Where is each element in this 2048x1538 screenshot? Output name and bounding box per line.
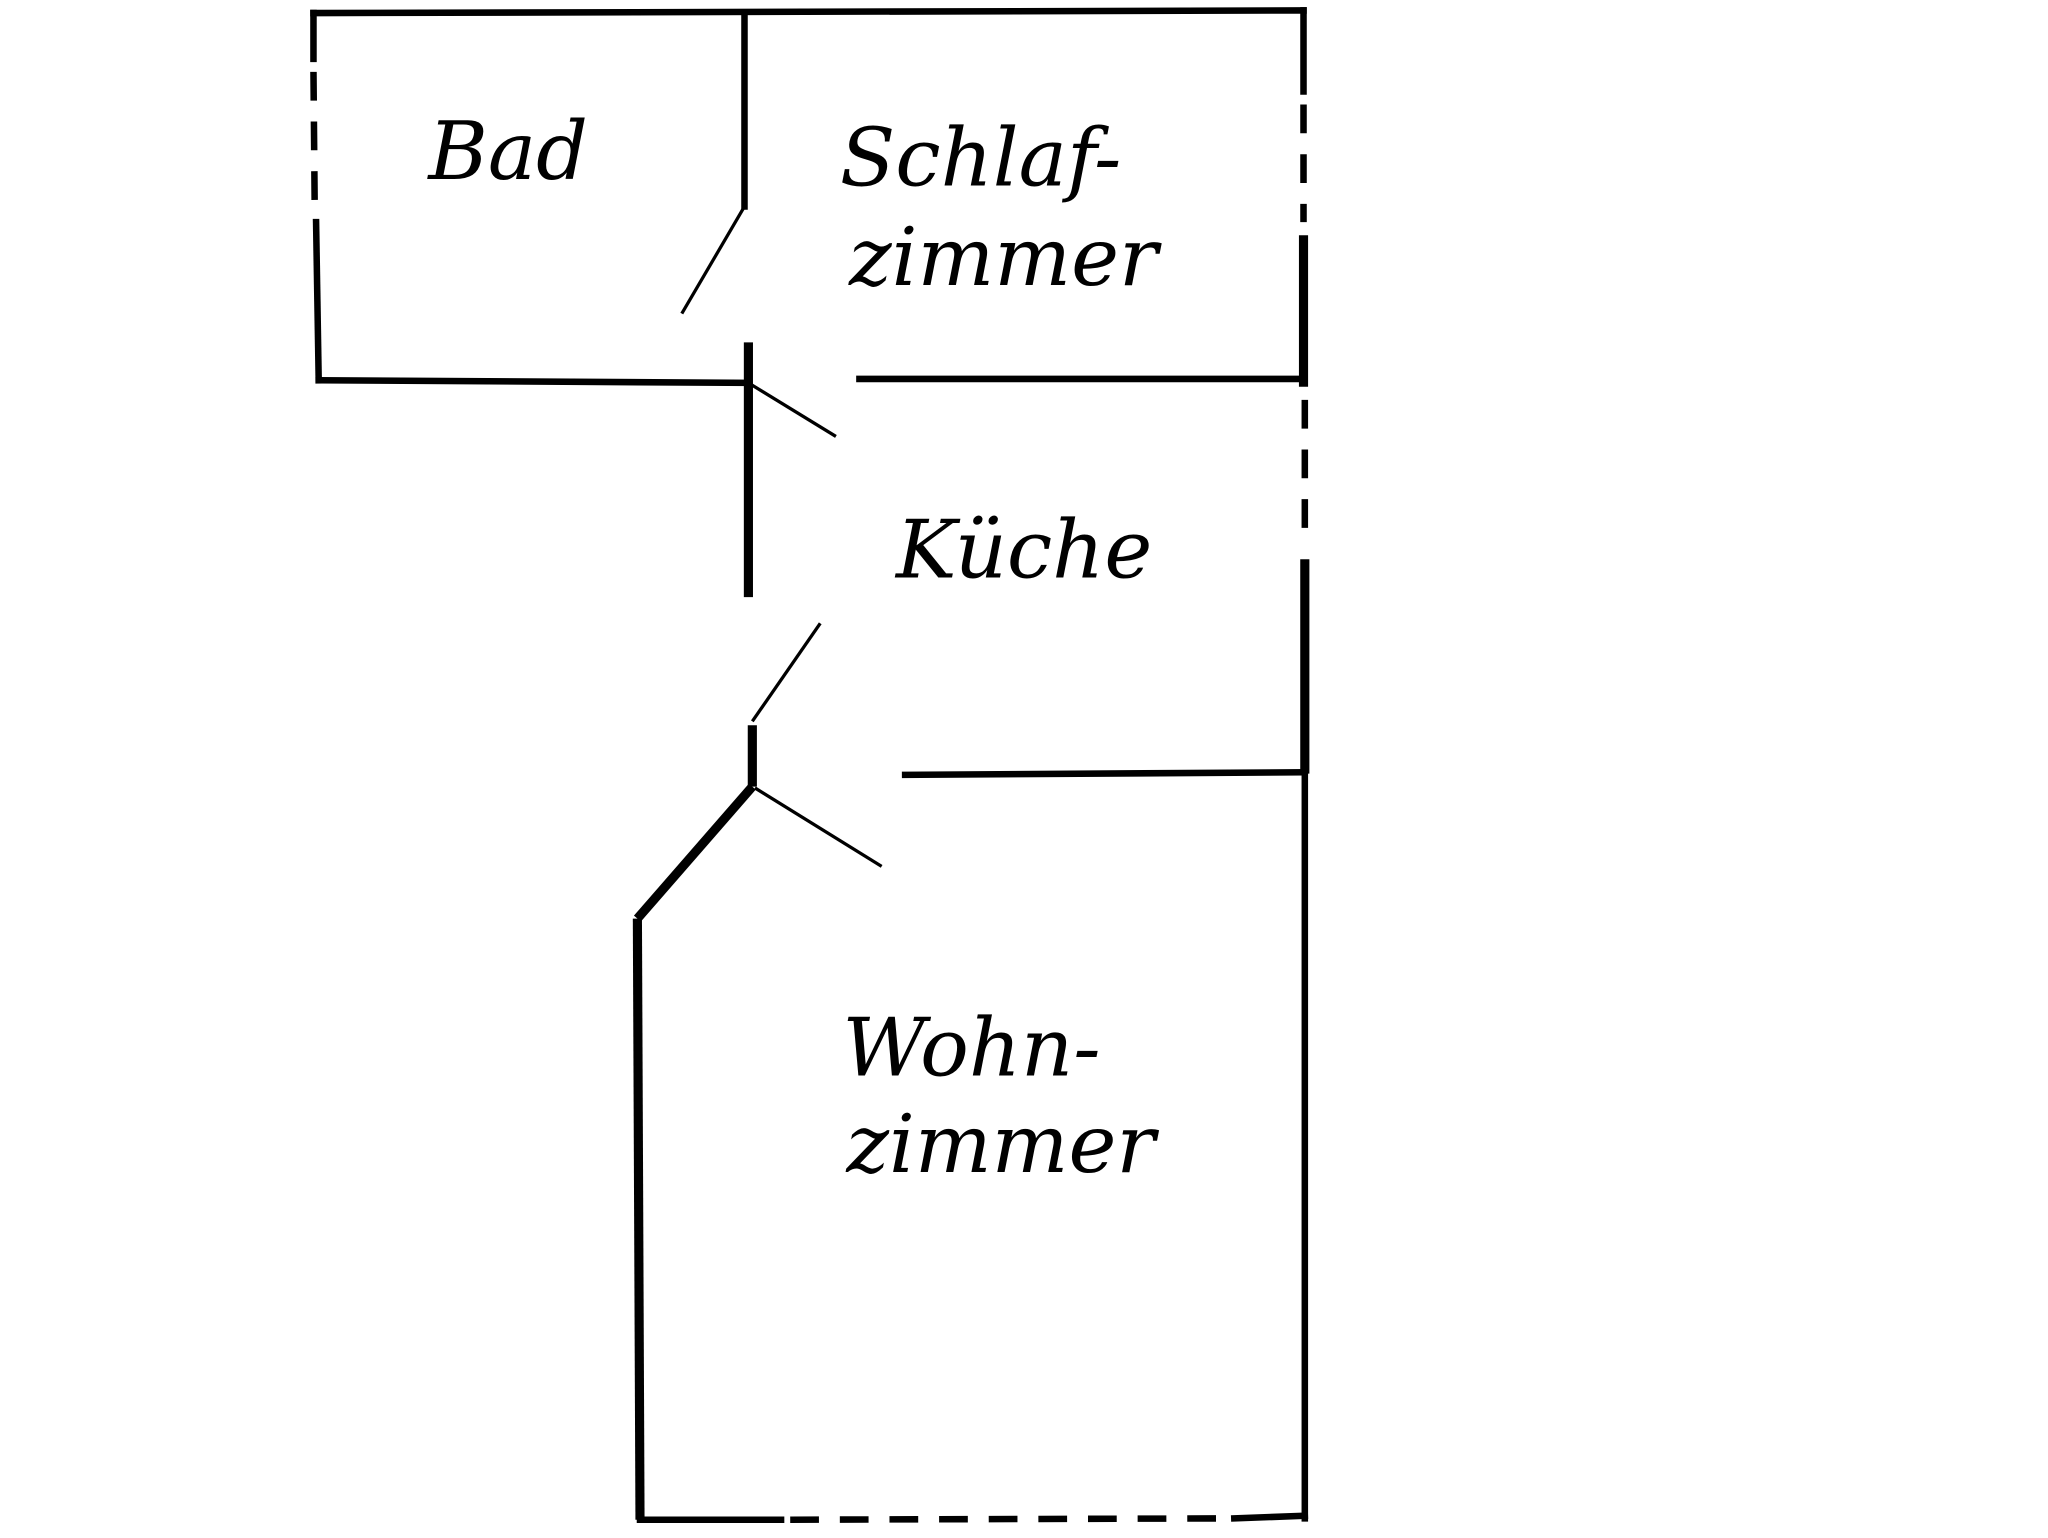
wohn-window (790, 1515, 1228, 1523)
door-hall (750, 622, 822, 723)
bad-left-wall-lower (312, 218, 323, 384)
kueche-bottom-wall (901, 768, 1307, 779)
bad-window (310, 71, 319, 216)
door-bad (680, 205, 746, 315)
walls (310, 7, 1310, 1523)
label-kueche: Küche (894, 504, 1152, 598)
wohn-left-wall (632, 918, 645, 1520)
label-schlafzimmer-2: zimmer (848, 211, 1162, 305)
wohn-diagonal-wall (633, 783, 756, 922)
door-kueche (747, 381, 837, 438)
label-schlafzimmer-1: Schlaf- (840, 112, 1122, 206)
room-labels: Bad Schlaf- zimmer Küche Wohn- zimmer (426, 105, 1162, 1192)
doors (680, 205, 883, 868)
label-wohnzimmer-2: zimmer (845, 1098, 1159, 1192)
bad-bottom-wall (315, 376, 751, 387)
top-wall (310, 7, 1307, 17)
wohn-bottom-wall-end (1230, 1512, 1309, 1522)
label-bad: Bad (426, 105, 588, 199)
label-wohnzimmer-1: Wohn- (842, 1001, 1100, 1095)
door-wohn (754, 786, 883, 868)
